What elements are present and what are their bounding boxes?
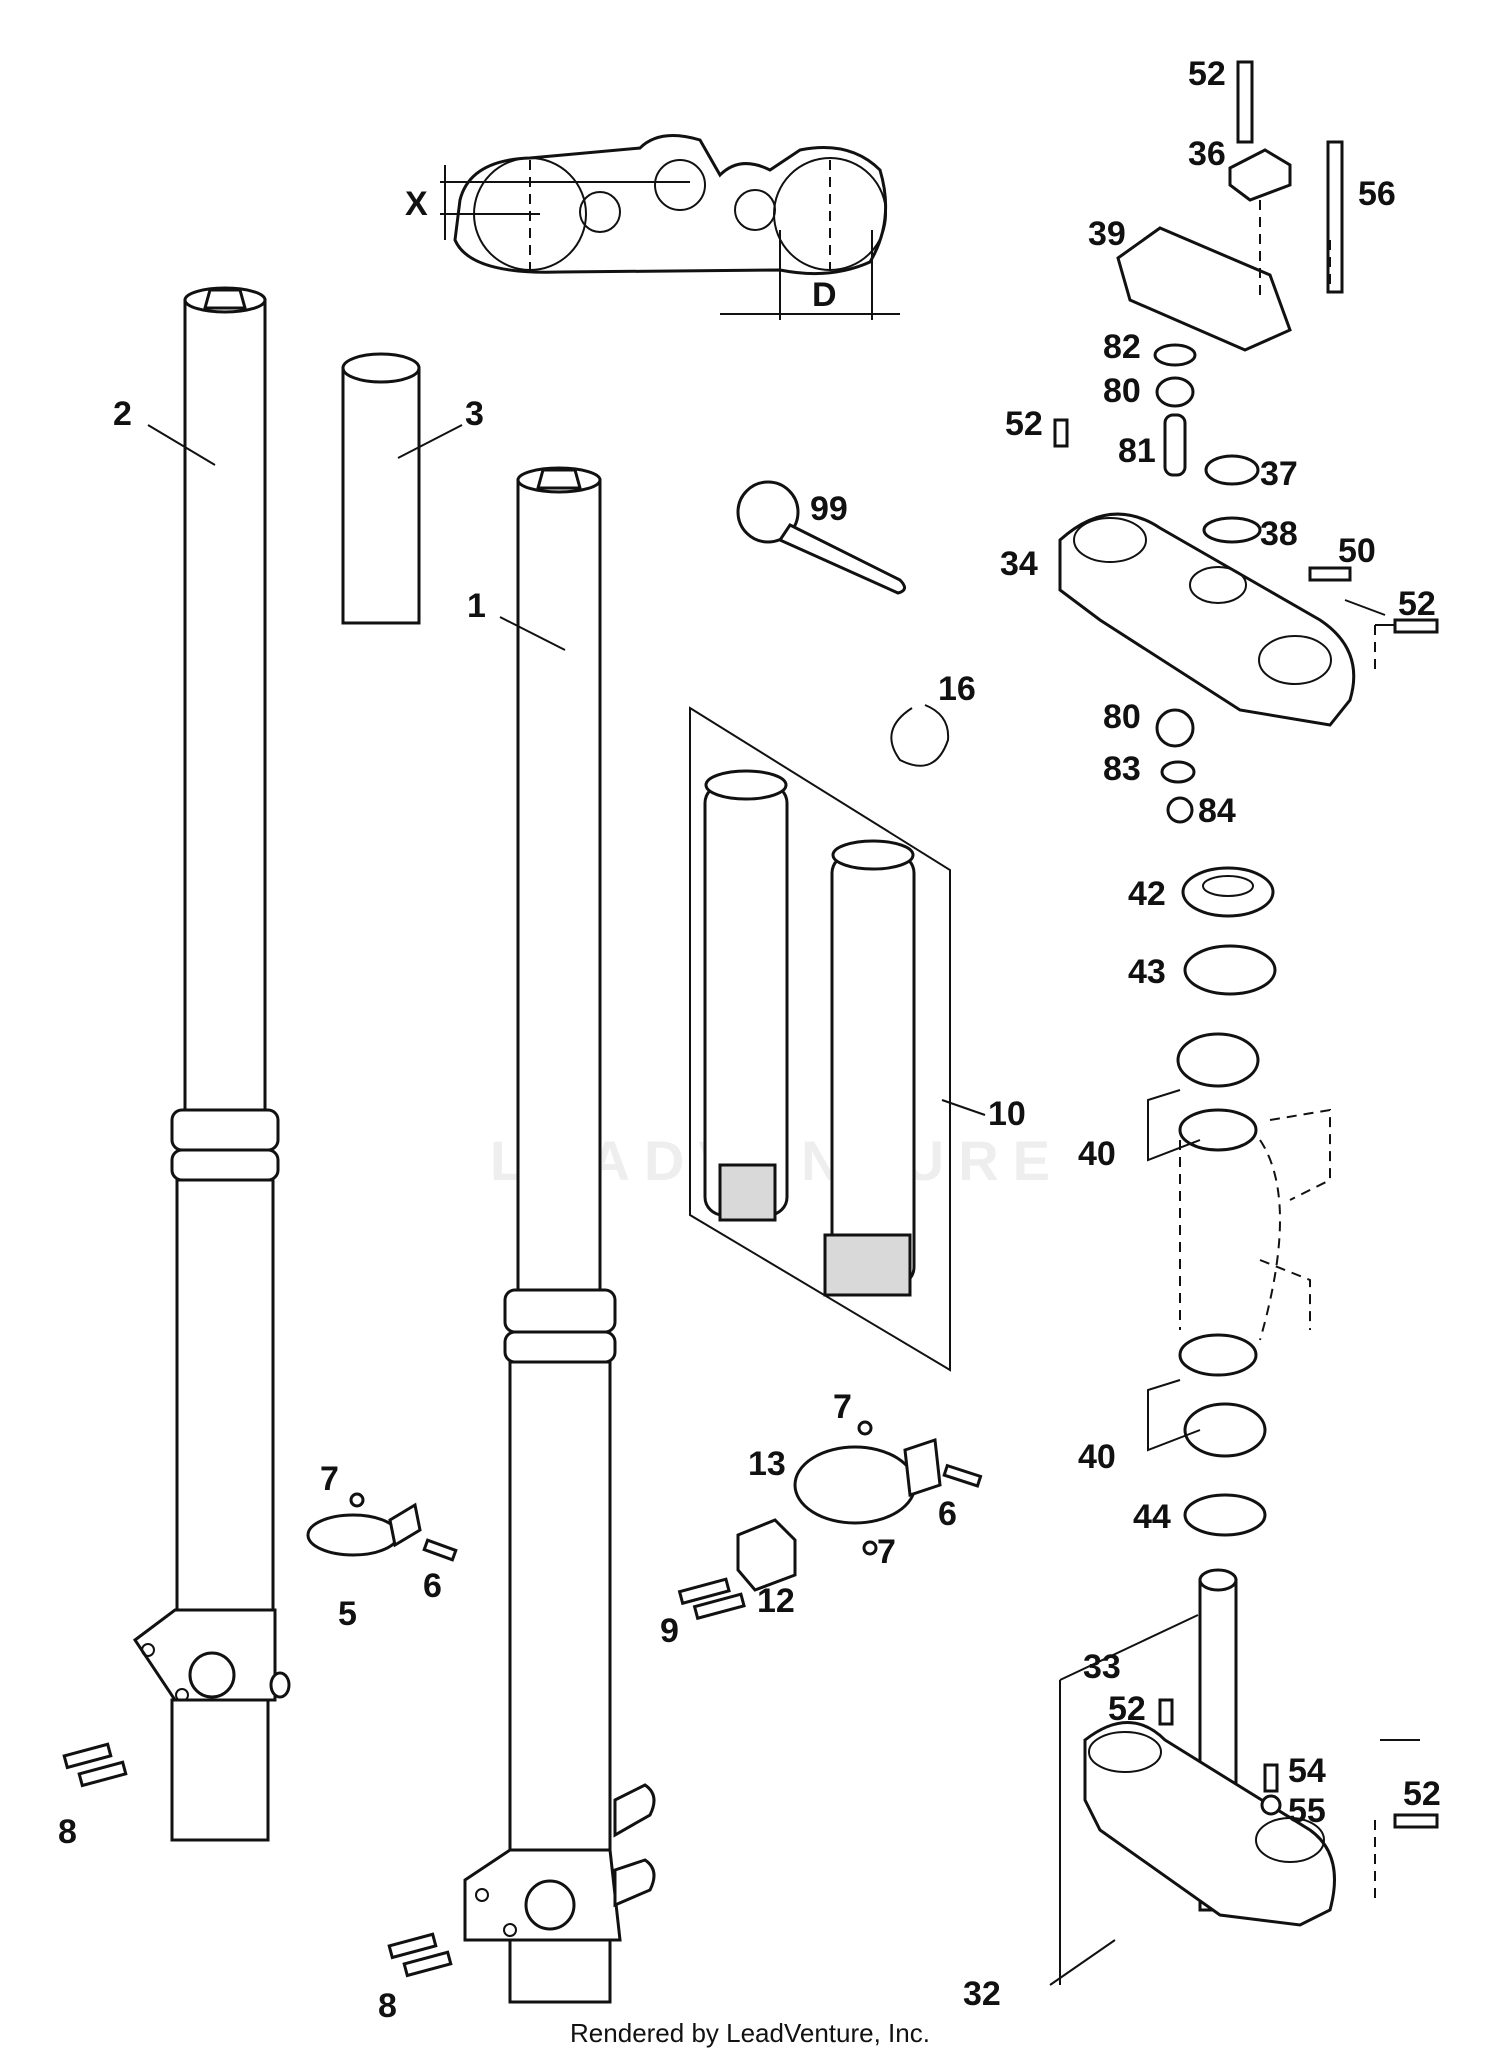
screws-8-lower xyxy=(387,1932,453,1978)
dimension-d-label: D xyxy=(812,276,837,314)
handlebar-clamp-36-39 xyxy=(1116,60,1344,352)
callout-5: 5 xyxy=(338,1595,357,1633)
callout-37: 37 xyxy=(1260,455,1298,493)
callout-8-left: 8 xyxy=(58,1813,77,1851)
fork-leg-left xyxy=(132,286,291,1842)
callout-80-top: 80 xyxy=(1103,372,1141,410)
callout-9: 9 xyxy=(660,1612,679,1650)
callout-40-top: 40 xyxy=(1078,1135,1116,1173)
callout-84: 84 xyxy=(1198,792,1236,830)
fork-leg-right xyxy=(463,466,656,2004)
callout-40-bottom: 40 xyxy=(1078,1438,1116,1476)
callout-43: 43 xyxy=(1128,953,1166,991)
callout-7-bottom: 7 xyxy=(877,1533,896,1571)
callout-81: 81 xyxy=(1118,432,1156,470)
boot-clamp-13 xyxy=(793,1420,983,1556)
callout-52-lower-left: 52 xyxy=(1108,1690,1146,1728)
callout-13: 13 xyxy=(748,1445,786,1483)
callout-55: 55 xyxy=(1288,1792,1326,1830)
callout-7-top: 7 xyxy=(833,1388,852,1426)
bearing-seals-42-43 xyxy=(1181,866,1277,996)
callout-52-top: 52 xyxy=(1188,55,1226,93)
lower-triple-clamp-32 xyxy=(1083,1568,1439,1927)
callout-6-right: 6 xyxy=(938,1495,957,1533)
callout-12: 12 xyxy=(757,1582,795,1620)
callout-36: 36 xyxy=(1188,135,1226,173)
footer-credit: Rendered by LeadVenture, Inc. xyxy=(570,2018,930,2048)
callout-82: 82 xyxy=(1103,328,1141,366)
callout-1: 1 xyxy=(467,587,486,625)
callout-32: 32 xyxy=(963,1975,1001,2013)
circlip-16 xyxy=(890,704,950,767)
callout-83: 83 xyxy=(1103,750,1141,788)
fork-boots-10 xyxy=(689,706,951,1372)
callout-2: 2 xyxy=(113,395,132,433)
steering-bearings-40 xyxy=(1147,1032,1331,1537)
callout-99: 99 xyxy=(810,490,848,528)
guide-block-12 xyxy=(677,1518,797,1621)
callout-42: 42 xyxy=(1128,875,1166,913)
callout-16: 16 xyxy=(938,670,976,708)
dimension-x-label: X xyxy=(405,185,428,223)
fork-tube-3 xyxy=(341,352,421,625)
callout-7-left: 7 xyxy=(320,1460,339,1498)
wrench-99 xyxy=(736,480,906,595)
boot-clamp-5 xyxy=(306,1492,458,1562)
screws-8-upper xyxy=(62,1742,128,1788)
callout-56: 56 xyxy=(1358,175,1396,213)
callout-52-lower-right: 52 xyxy=(1403,1775,1441,1813)
callout-8-right: 8 xyxy=(378,1987,397,2025)
callout-6-left: 6 xyxy=(423,1567,442,1605)
callout-44: 44 xyxy=(1133,1498,1171,1536)
callout-52-mid: 52 xyxy=(1005,405,1043,443)
upper-triple-clamp-34 xyxy=(1058,512,1439,727)
callout-50: 50 xyxy=(1338,532,1376,570)
callout-10: 10 xyxy=(988,1095,1026,1133)
triple-clamp-dimension-sketch xyxy=(440,134,900,320)
callout-38: 38 xyxy=(1260,515,1298,553)
callout-3: 3 xyxy=(465,395,484,433)
callout-54: 54 xyxy=(1288,1752,1326,1790)
callout-34: 34 xyxy=(1000,545,1038,583)
small-parts-stack xyxy=(1053,343,1262,544)
callout-33: 33 xyxy=(1083,1648,1121,1686)
callout-52-right: 52 xyxy=(1398,585,1436,623)
nut-stack-80-83-84 xyxy=(1155,708,1196,824)
callout-39: 39 xyxy=(1088,215,1126,253)
callout-80-bottom: 80 xyxy=(1103,698,1141,736)
